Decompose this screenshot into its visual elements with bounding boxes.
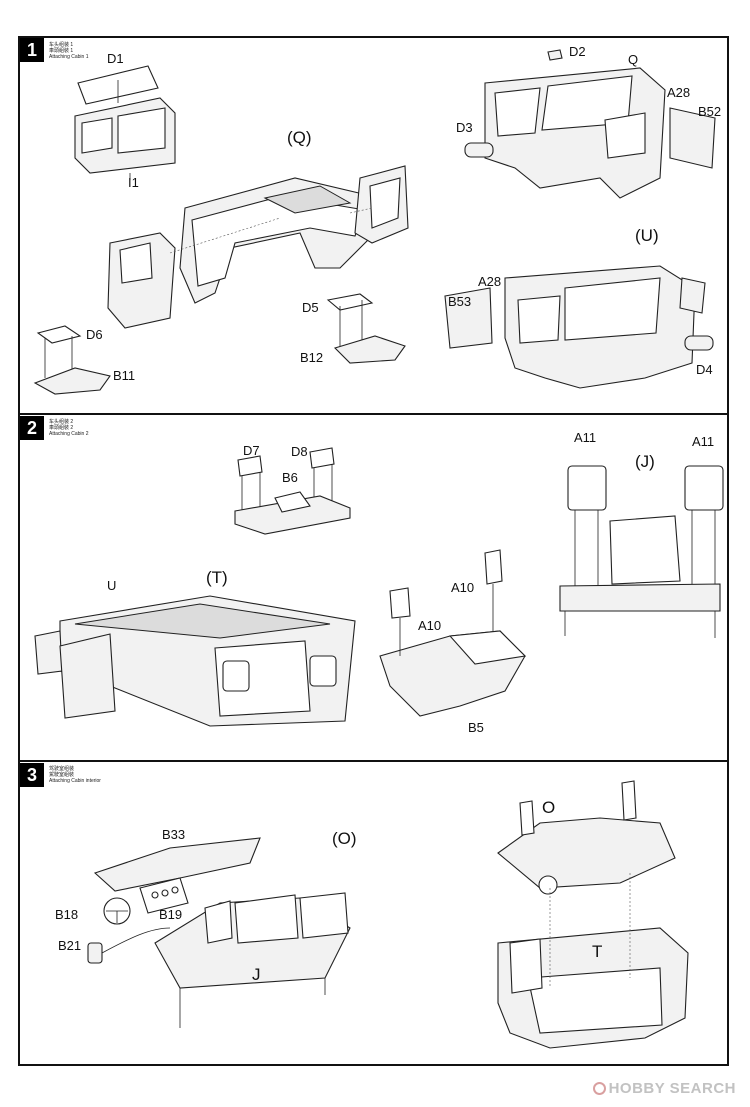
instruction-sheet-frame [18, 36, 729, 1066]
step-2-diagram [34, 447, 724, 727]
part-label: B19 [159, 907, 183, 922]
step-1-diagram [33, 49, 716, 395]
group-label: (T) [206, 568, 228, 587]
group-label: (Q) [287, 128, 312, 147]
step-1-title: 车头组装 1 車頭組裝 1 Attaching Cabin 1 [49, 42, 89, 60]
part-label: A11 [692, 434, 715, 449]
part-label: D4 [696, 362, 713, 377]
floor-part [33, 367, 111, 395]
watermark: HOBBY SEARCH [592, 1080, 736, 1097]
light-part [464, 142, 494, 158]
floor-part [333, 335, 406, 364]
part-label: B53 [448, 294, 472, 309]
dashboard-part [93, 837, 261, 892]
group-label: O [542, 798, 556, 817]
seat-part [309, 447, 335, 469]
part-label: B11 [113, 368, 136, 383]
door-part [59, 633, 116, 719]
part-label: B52 [698, 104, 722, 119]
part-label: B18 [55, 907, 79, 922]
group-label: (J) [635, 452, 655, 471]
part-label: Q [628, 52, 639, 67]
part-label: D1 [107, 51, 124, 66]
bracket-part [484, 549, 503, 585]
seat-part [684, 465, 724, 511]
part-label: D8 [291, 444, 308, 459]
group-label: T [592, 942, 603, 961]
part-label: A28 [478, 274, 502, 289]
seat-part [237, 455, 263, 477]
step-3-diagram [87, 780, 689, 1049]
light-part [684, 335, 714, 351]
bracket-part [389, 587, 411, 619]
step-2-number: 2 [20, 416, 44, 440]
step-divider [18, 760, 729, 762]
step-divider [18, 413, 729, 415]
group-label: (U) [635, 226, 659, 245]
part-label: D7 [243, 443, 260, 458]
seat-plate-part [36, 325, 82, 344]
seat-plate-part [326, 293, 374, 311]
part-label: A11 [574, 430, 597, 445]
step-2-title: 车头组装 2 車頭組裝 2 Attaching Cabin 2 [49, 419, 89, 437]
part-label: A28 [667, 85, 691, 100]
part-label: D5 [302, 300, 319, 315]
logo-icon [592, 1082, 606, 1095]
part-label: D2 [569, 44, 586, 59]
part-label: B5 [468, 720, 484, 735]
part-label: B33 [162, 827, 186, 842]
mirror-part [444, 287, 493, 349]
part-label: B6 [282, 470, 298, 485]
part-label: U [107, 578, 117, 593]
beacon-part [547, 49, 563, 61]
group-label: J [252, 965, 261, 984]
mirror-part [34, 630, 63, 675]
part-label: I1 [128, 175, 139, 190]
seat-part [567, 465, 607, 511]
group-label: (O) [332, 829, 357, 848]
seat-frame-part [559, 583, 721, 612]
step-1-number: 1 [20, 38, 44, 62]
part-label: A10 [451, 580, 475, 595]
mirror-part [669, 107, 716, 169]
part-label: B21 [58, 938, 82, 953]
column-part [87, 942, 103, 964]
step-3-number: 3 [20, 763, 44, 787]
step-3-title: 驾驶室组装 駕駛室組裝 Attaching Cabin interior [49, 766, 101, 784]
seat-base-part [234, 495, 351, 535]
part-label: B12 [300, 350, 324, 365]
part-label: D3 [456, 120, 473, 135]
part-label: D6 [86, 327, 103, 342]
part-label: A10 [418, 618, 442, 633]
